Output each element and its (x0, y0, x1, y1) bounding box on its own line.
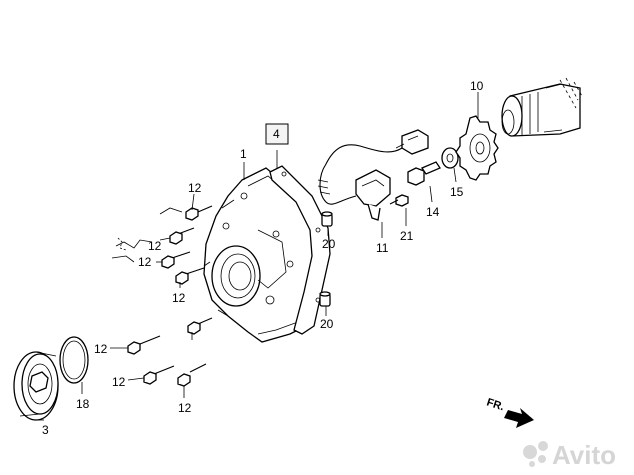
label-12-bottom: 12 (178, 401, 192, 415)
side-cover-part (203, 167, 323, 343)
label-21: 21 (400, 229, 414, 243)
bolt-upper-a (185, 205, 213, 221)
bolt-upper-b (169, 227, 195, 245)
dowel-pin-upper (321, 211, 333, 227)
label-12-upper: 12 (188, 181, 202, 195)
front-label: FR. (485, 396, 506, 413)
washer-part (441, 147, 459, 169)
pulse-rotor-part (455, 115, 499, 181)
bolt-mid-b (175, 267, 205, 285)
label-12-mid: 12 (172, 291, 186, 305)
label-12-lower: 12 (112, 375, 126, 389)
avito-wordmark: Avito (552, 440, 616, 470)
front-arrow-icon (504, 408, 534, 428)
bolt-lower-c (177, 363, 207, 387)
avito-watermark: Avito (523, 440, 616, 470)
label-12-upper-left: 12 (148, 239, 162, 253)
label-18: 18 (76, 397, 90, 411)
label-3: 3 (42, 423, 49, 437)
label-12-lower-left: 12 (94, 342, 108, 356)
bolt-right (187, 317, 213, 335)
dowel-pin-lower (319, 291, 331, 307)
pulley-part (13, 351, 59, 421)
label-4: 4 (273, 127, 280, 141)
label-15: 15 (450, 185, 464, 199)
crankshaft-part (501, 77, 583, 137)
leader-lines (36, 92, 479, 421)
crankcase-fragment (111, 207, 183, 263)
bolt-lower-a (127, 335, 161, 355)
label-4-box (265, 123, 289, 145)
bolt-21-part (389, 194, 409, 207)
o-ring-part (59, 336, 89, 384)
label-1: 1 (240, 147, 247, 161)
bolt-14-part (407, 161, 441, 186)
label-20-lower: 20 (320, 317, 334, 331)
bolt-lower-b (143, 365, 175, 385)
avito-dots-logo (523, 441, 548, 467)
pulse-generator-part (317, 129, 429, 221)
label-14: 14 (426, 205, 440, 219)
label-11: 11 (376, 241, 389, 255)
label-12-mid-left: 12 (138, 255, 152, 269)
label-20-upper: 20 (322, 237, 336, 251)
front-direction-indicator: FR. (485, 396, 534, 428)
label-10: 10 (470, 79, 484, 93)
bolt-mid-a (161, 251, 191, 269)
